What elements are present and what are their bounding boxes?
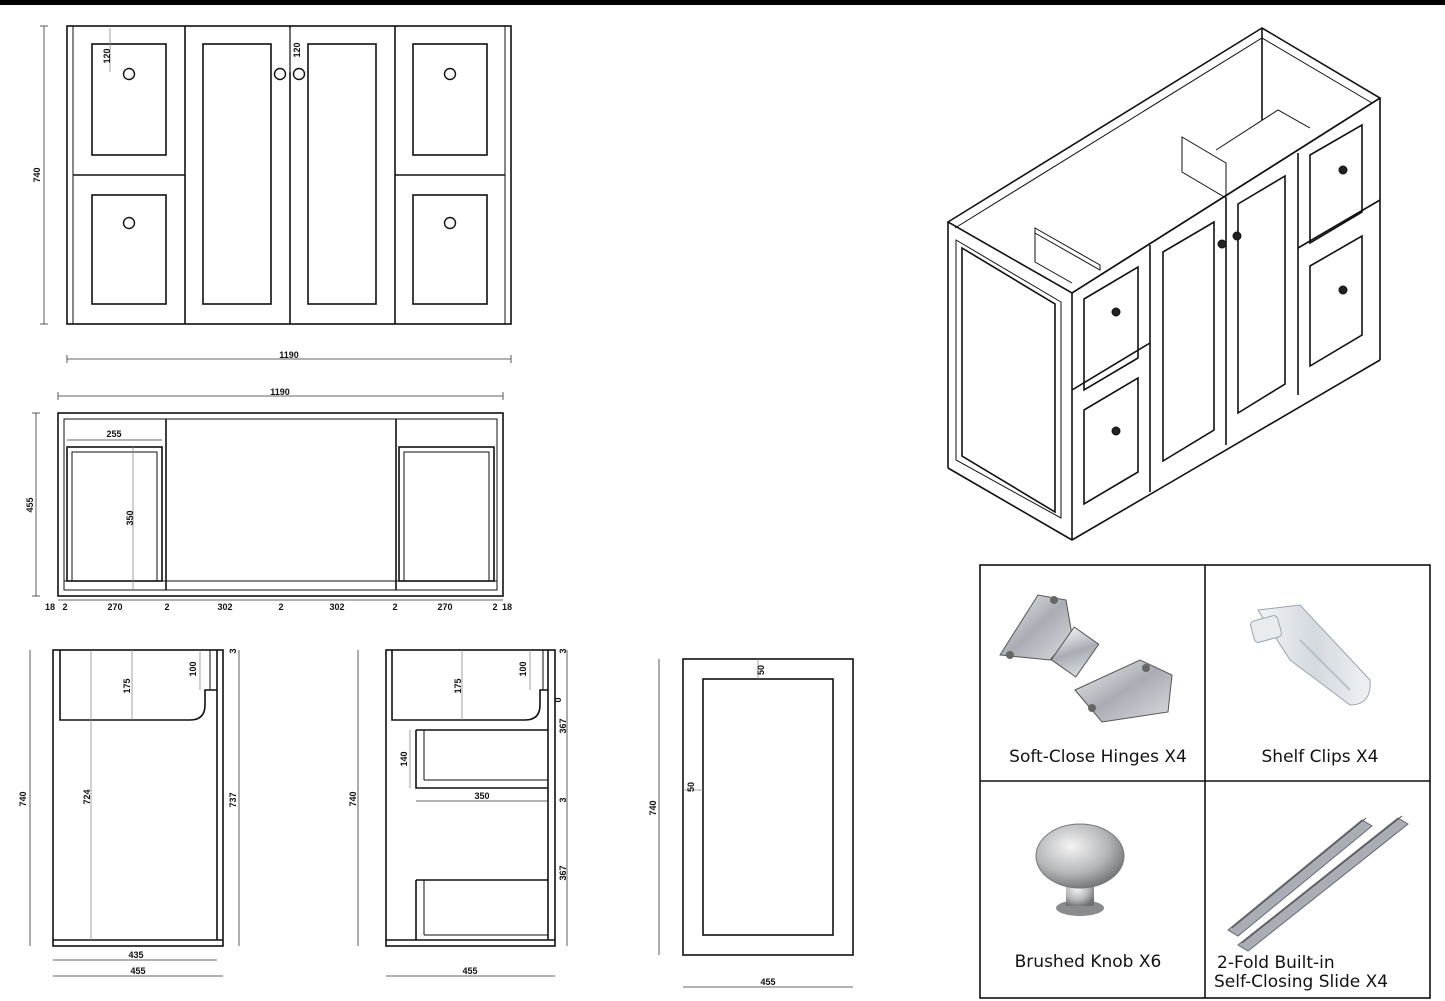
dim-label: 18 [502,602,512,612]
dim-height: 740 [32,167,42,182]
side-section-2: 175 100 140 350 3 0 367 3 367 740 455 [348,648,568,977]
dim-top-rail: 175 [453,678,463,693]
drawer-slide-icon [1227,815,1409,952]
hardware-label-hinges: Soft-Close Hinges X4 [1009,747,1187,767]
front-elevation: 120 120 740 1190 [32,25,512,363]
dim-inner-depth: 435 [128,950,143,960]
dim-label: 2 [392,602,397,612]
dim-depth: 455 [760,977,775,987]
dim-label: 2 [278,602,283,612]
dim-label: 2 [164,602,169,612]
dim-edge-mid: 3 [558,797,568,802]
dim-height: 740 [348,791,358,806]
hinge-icon [999,594,1173,723]
dim-label: 2 [492,602,497,612]
dim-knob-offset-left: 120 [102,48,112,63]
dim-depth: 455 [130,966,145,976]
dim-notch: 100 [188,661,198,676]
dim-drawer-height: 140 [399,751,409,766]
dim-inner-depth: 350 [125,510,135,525]
dim-knob-offset-center: 120 [292,42,302,57]
knob-icon [1232,231,1242,241]
dim-label: 270 [437,602,452,612]
bottom-dimension-row: 18 2 270 2 302 2 302 2 270 2 18 [45,602,512,612]
dim-notch: 100 [518,661,528,676]
isometric-view [946,27,1382,541]
hardware-label-slide-line1: 2-Fold Built-in [1217,953,1335,973]
knob-icon [1111,426,1121,436]
knob-icon [122,216,136,230]
hardware-grid: Soft-Close Hinges X4 Shelf Clips X4 Brus… [979,564,1431,999]
knob-icon [122,67,136,81]
dim-label: 302 [329,602,344,612]
dim-frame-top: 50 [756,665,766,675]
knob-icon [1111,307,1121,317]
dim-depth: 455 [462,966,477,976]
side-panel: 50 50 740 455 [648,658,854,988]
knob-icon [292,67,306,81]
knob-icon [1338,165,1348,175]
knob-icon [443,67,457,81]
dim-top-rail: 175 [122,678,132,693]
dim-upper-space: 367 [558,718,568,733]
shelf-clip-icon [1250,604,1371,706]
dim-plan-width: 1190 [270,387,290,397]
hardware-label-slide-line2: Self-Closing Slide X4 [1214,972,1388,992]
hardware-label-shelf-clips: Shelf Clips X4 [1262,747,1379,767]
dim-drawer-depth: 350 [474,791,489,801]
top-plan: 1190 255 350 455 18 2 270 2 302 2 302 2 … [25,387,512,612]
dim-right-height: 737 [228,792,238,807]
knob-icon [1035,823,1125,916]
dim-lower-space: 367 [558,865,568,880]
dim-label: 302 [217,602,232,612]
dim-plan-depth: 455 [25,497,35,512]
dim-edge-top: 3 [558,648,568,653]
dim-width: 1190 [279,350,299,360]
dim-label: 18 [45,602,55,612]
hardware-label-knob: Brushed Knob X6 [1015,952,1162,972]
side-section-1: 175 100 724 737 3 740 435 455 [18,648,240,977]
knob-icon [1338,285,1348,295]
dim-frame-side: 50 [686,782,696,792]
knob-icon [1217,239,1227,249]
dim-edge: 3 [228,648,238,653]
dim-label: 270 [107,602,122,612]
dim-inner-height: 724 [82,789,92,804]
dim-height: 740 [18,791,28,806]
dim-height: 740 [648,800,658,815]
dim-gap: 0 [553,697,563,702]
dim-compartment-width: 255 [106,429,121,439]
dim-label: 2 [62,602,67,612]
knob-icon [273,67,287,81]
top-border [0,0,1445,5]
knob-icon [443,216,457,230]
